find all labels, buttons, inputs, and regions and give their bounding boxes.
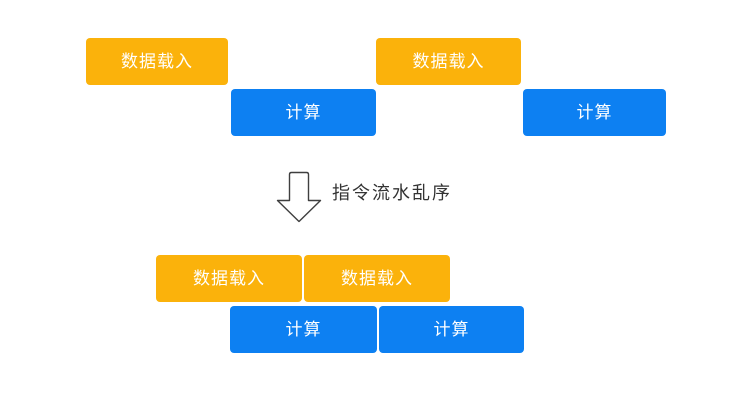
- after-load-block-1: 数据载入: [156, 255, 302, 302]
- after-compute-block-1: 计算: [230, 306, 377, 353]
- before-compute-block-1-label: 计算: [285, 103, 322, 122]
- before-load-block-1-label: 数据载入: [121, 52, 193, 71]
- before-load-block-2: 数据载入: [376, 38, 521, 85]
- transition-arrow: [270, 166, 328, 224]
- arrow-down-icon: [276, 171, 322, 223]
- before-compute-block-2-label: 计算: [576, 103, 613, 122]
- after-load-block-2-label: 数据载入: [341, 269, 413, 288]
- transition-caption: 指令流水乱序: [332, 183, 452, 203]
- after-load-block-2: 数据载入: [304, 255, 450, 302]
- after-compute-block-1-label: 计算: [285, 320, 322, 339]
- before-load-block-2-label: 数据载入: [412, 52, 485, 71]
- before-load-block-1: 数据载入: [86, 38, 228, 85]
- after-load-block-1-label: 数据载入: [193, 269, 265, 288]
- after-compute-block-2-label: 计算: [433, 320, 470, 339]
- before-compute-block-2: 计算: [523, 89, 666, 136]
- after-compute-block-2: 计算: [379, 306, 524, 353]
- before-compute-block-1: 计算: [231, 89, 376, 136]
